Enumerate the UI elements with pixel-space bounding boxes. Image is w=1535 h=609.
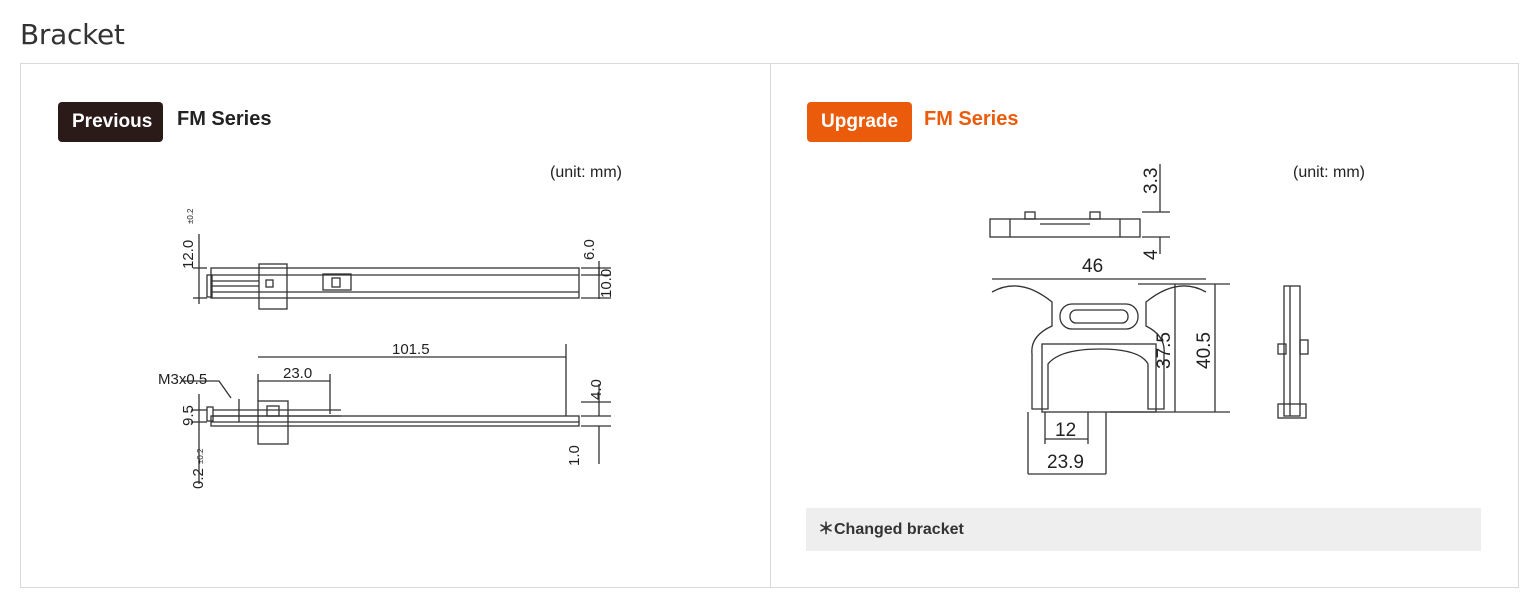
dim-tol-a: ±0.2	[186, 208, 195, 224]
dim-10: 10.0	[598, 269, 615, 298]
upgrade-badge: Upgrade	[807, 102, 912, 142]
dim-4-upgrade: 4	[1141, 249, 1162, 260]
upgrade-top-view	[989, 218, 1141, 238]
dim-thread: M3x0.5	[158, 371, 207, 388]
dim-101: 101.5	[392, 341, 430, 358]
upgrade-bracket-drawing: 3.3 4 46 37.5 40.5 12 23.9	[989, 164, 1309, 475]
dim-height-12: 12.0	[180, 240, 197, 269]
upgrade-front-view	[991, 285, 1207, 410]
previous-series-label: FM Series	[177, 108, 272, 130]
previous-panel: Previous FM Series (unit: mm)	[21, 64, 771, 587]
bracket-side-body	[210, 415, 580, 427]
dim-1: 1.0	[566, 445, 583, 466]
previous-bracket-drawing: 12.0 ±0.2 6.0 10.0 M3x0.5 23.0 101.5 9.5…	[158, 208, 615, 489]
dim-23: 23.0	[283, 365, 312, 382]
dim-405: 40.5	[1194, 332, 1215, 369]
bracket-side-clip	[257, 400, 289, 445]
dim-12: 12	[1055, 420, 1076, 441]
dim-4: 4.0	[588, 379, 605, 400]
upgrade-series-label: FM Series	[924, 108, 1019, 130]
section-title: Bracket	[20, 18, 125, 51]
dim-33: 3.3	[1141, 168, 1162, 194]
change-note: ＊Changed bracket	[806, 508, 1481, 551]
dim-95: 9.5	[180, 405, 197, 426]
comparison-panel: Previous FM Series (unit: mm)	[20, 63, 1519, 588]
upgrade-unit-label: (unit: mm)	[1293, 164, 1365, 181]
dim-tol-b: ±0.2	[196, 448, 205, 464]
dim-375: 37.5	[1154, 332, 1175, 369]
previous-unit-label: (unit: mm)	[550, 164, 622, 181]
dim-6: 6.0	[581, 239, 598, 260]
dim-46: 46	[1082, 256, 1103, 277]
dim-02: 0.2	[190, 468, 207, 489]
dim-239: 23.9	[1047, 452, 1084, 473]
upgrade-panel: Upgrade FM Series (unit: mm)	[770, 64, 1520, 587]
previous-badge: Previous	[58, 102, 163, 142]
bracket-top-body	[210, 267, 580, 299]
